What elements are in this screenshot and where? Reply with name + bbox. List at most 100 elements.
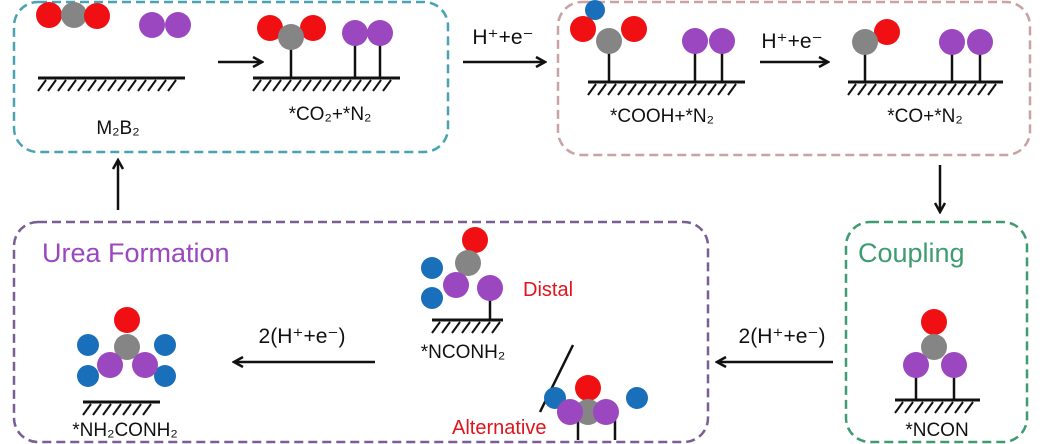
carbon-atom [575,399,601,425]
co2-n2-surface-hatch [372,79,382,92]
co-n2-surface-hatch [907,83,917,96]
nitrogen-atom [367,20,393,46]
oxygen-atom [874,19,900,45]
co-n2-surface-hatch [847,83,857,96]
oxygen-atom [621,16,647,42]
co-n2-surface-hatch [957,83,967,96]
nh2conh2-surface-hatch [92,403,102,416]
nitrogen-atom [903,352,929,378]
co2-n2-label: *CO₂+*N₂ [289,104,372,125]
coupling-box [844,220,1029,444]
co2-n2-surface-hatch [322,79,332,92]
cooh-n2-surface-hatch [647,83,657,96]
nh2conh2-label: *NH₂CONH₂ [72,420,178,441]
oxygen-atom [921,309,947,335]
cooh-n2-surface-hatch [597,83,607,96]
nitrogen-atom [682,28,708,54]
nconh2-surface-hatch [431,321,441,334]
nitrogen-atom [709,28,735,54]
nitrogen-atom [139,12,165,38]
h-e-2-label: H⁺+e⁻ [761,30,822,53]
cooh-n2-surface-hatch [727,83,737,96]
hydrogen-atom [585,0,605,20]
cooh-n2-surface-hatch [687,83,697,96]
co2-n2-surface-hatch [382,79,392,92]
ncon-surface-hatch [894,401,904,414]
nitrogen-atom [132,352,158,378]
urea-formation-title: Urea Formation [42,238,230,268]
co2-n2-surface-hatch [342,79,352,92]
co-n2-surface-hatch [897,83,907,96]
oxygen-atom [462,227,488,253]
nitrogen-atom [941,352,967,378]
carbon-atom [278,24,304,50]
m2b2-surface-hatch [157,79,167,92]
carbon-atom [921,334,947,360]
nh2conh2-surface-hatch [142,403,152,416]
co-n2-surface-hatch [857,83,867,96]
nitrogen-atom [593,399,619,425]
carbon-atom [114,334,140,360]
cooh-n2-surface-hatch [637,83,647,96]
hydrogen-atom [77,365,99,387]
co-n2-surface-hatch [917,83,927,96]
nitrogen-atom [477,275,503,301]
nh2conh2-surface-hatch [112,403,122,416]
co2-n2-surface-hatch [332,79,342,92]
co-n2-label: *CO+*N₂ [887,106,962,127]
m2b2-surface-hatch [167,79,177,92]
co-n2-surface-hatch [867,83,877,96]
oxygen-atom [257,15,283,41]
two-h-e-1-label: 2(H⁺+e⁻) [739,325,826,348]
hydrogenation-box [556,0,1032,157]
co2-n2-surface-hatch [282,79,292,92]
h-e-1-label: H⁺+e⁻ [472,26,533,49]
hydrogen-atom [626,387,648,409]
co2-n2-surface-hatch [272,79,282,92]
co2-n2-surface-hatch [362,79,372,92]
nconh2-surface-hatch [491,321,501,334]
co-n2-surface-hatch [987,83,997,96]
cooh-n2-surface-hatch [657,83,667,96]
hydrogen-atom [421,287,443,309]
adsorption-box [12,0,450,154]
m2b2-surface-hatch [77,79,87,92]
ncon-label: *NCON [905,420,968,441]
nitrogen-atom [342,20,368,46]
m2b2-surface-hatch [137,79,147,92]
carbon-atom [61,2,87,28]
distal-tag: Distal [523,279,573,301]
nh2conh2-surface-hatch [102,403,112,416]
oxygen-atom [575,375,601,401]
co2-n2-surface-hatch [352,79,362,92]
m2b2-surface-hatch [147,79,157,92]
hydrogen-atom [421,257,443,279]
coupling-title: Coupling [858,238,965,268]
m2b2-surface-hatch [117,79,127,92]
two-h-e-2-label: 2(H⁺+e⁻) [259,325,346,348]
co2-n2-surface-hatch [302,79,312,92]
nh2conh2-surface-hatch [132,403,142,416]
cooh-n2-surface-hatch [677,83,687,96]
carbon-atom [596,28,622,54]
m2b2-surface-hatch [67,79,77,92]
oxygen-atom [570,16,596,42]
co2-n2-surface-hatch [292,79,302,92]
nconh2-surface-hatch [441,321,451,334]
cooh-n2-surface-hatch [717,83,727,96]
carbon-atom [455,250,481,276]
m2b2-surface-hatch [97,79,107,92]
cooh-n2-surface-hatch [607,83,617,96]
co2-n2-surface-hatch [252,79,262,92]
urea-formation-box [12,220,710,444]
nitrogen-atom [165,12,191,38]
nh2conh2-surface-hatch [82,403,92,416]
cooh-n2-label: *COOH+*N₂ [610,106,714,127]
co-n2-surface-hatch [887,83,897,96]
co-n2-surface-hatch [967,83,977,96]
co-n2-surface-hatch [877,83,887,96]
nitrogen-atom [939,29,965,55]
nitrogen-atom [557,399,583,425]
co-n2-surface-hatch [977,83,987,96]
